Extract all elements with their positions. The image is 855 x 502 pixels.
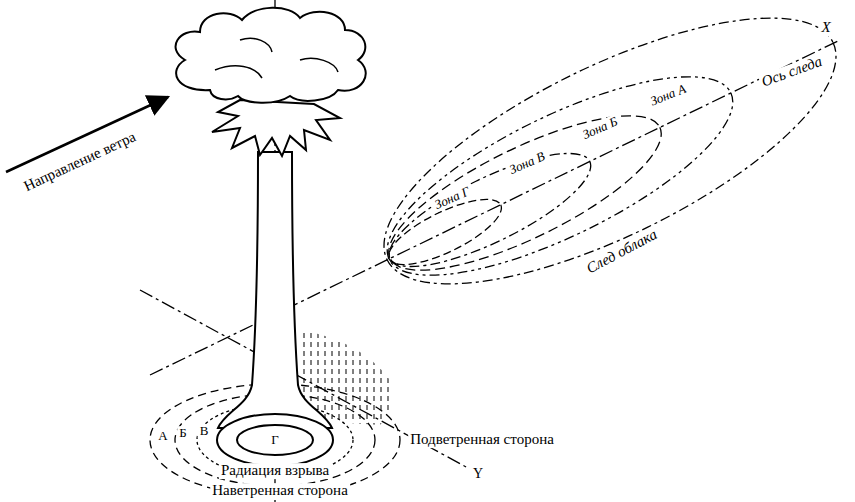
label: След облака	[582, 226, 661, 278]
label: Зона А	[646, 81, 689, 109]
label: Y	[471, 467, 485, 482]
label: Зона Г	[431, 184, 474, 213]
label: Б	[177, 426, 188, 440]
label: Г	[269, 433, 281, 447]
label: X	[819, 20, 832, 36]
label: Радиация взрыва	[219, 463, 331, 479]
label: Подветренная сторона	[408, 432, 556, 448]
label: Зона В	[505, 148, 548, 177]
label: Направление ветра	[20, 128, 140, 195]
label: Зона Б	[579, 113, 622, 142]
mushroom-cloud	[176, 8, 366, 466]
label: Ось следа	[758, 53, 826, 91]
label: Наветренная сторона	[210, 483, 350, 499]
label: В	[198, 424, 211, 438]
cloud-trail	[350, 0, 855, 336]
label: А	[156, 429, 169, 443]
